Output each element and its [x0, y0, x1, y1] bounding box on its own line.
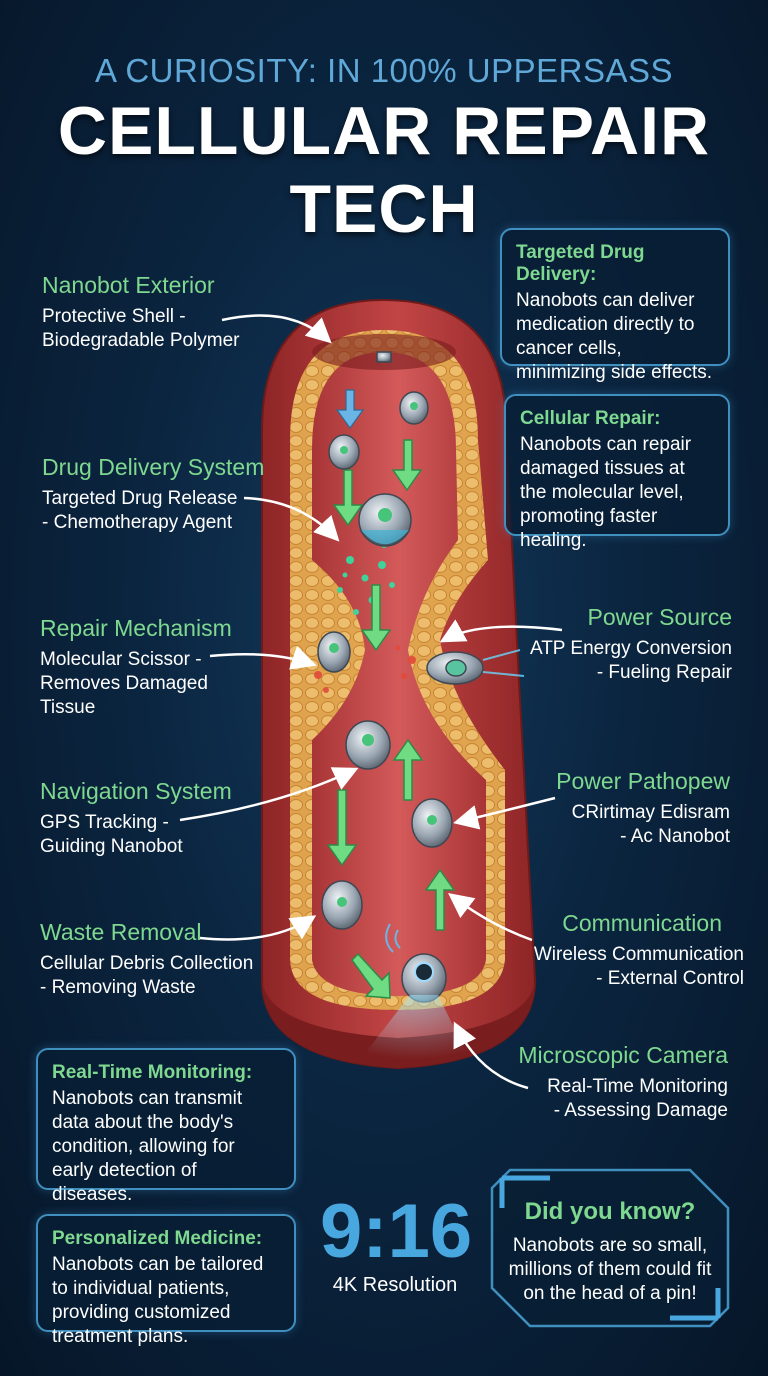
did-you-know-title: Did you know? — [524, 1198, 696, 1225]
resolution-label: 4K Resolution — [332, 1274, 458, 1296]
page-title: CELLULAR REPAIR TECH — [57, 93, 711, 247]
label-heading: Drug Delivery System — [42, 454, 265, 480]
label-heading: Repair Mechanism — [40, 615, 232, 641]
label-microscopic-camera: Microscopic Camera Real-Time Monitoring … — [518, 1042, 728, 1123]
label-heading: Power Pathopew — [556, 768, 730, 794]
label-navigation-system: Navigation System GPS Tracking - Guiding… — [40, 778, 232, 859]
label-text: CRirtimay Edisram - Ac Nanobot — [571, 802, 730, 847]
card-text: Nanobots can repair damaged tissues at t… — [520, 434, 692, 551]
label-power-pathopew: Power Pathopew CRirtimay Edisram - Ac Na… — [556, 768, 730, 849]
subtitle: A CURIOSITY: IN 100% UPPERSASS — [94, 52, 674, 89]
label-text: Protective Shell - Biodegradable Polymer — [42, 306, 240, 351]
card-real-time-monitoring: Real-Time Monitoring: Nanobots can trans… — [36, 1048, 296, 1205]
card-personalized-medicine: Personalized Medicine: Nanobots can be t… — [36, 1214, 296, 1347]
label-nanobot-exterior: Nanobot Exterior Protective Shell - Biod… — [42, 272, 240, 353]
label-text: Molecular Scissor - Removes Damaged Tiss… — [40, 649, 208, 718]
did-you-know-text: Nanobots are so small, millions of them … — [508, 1235, 712, 1304]
card-heading: Real-Time Monitoring: — [52, 1062, 253, 1083]
did-you-know-frame — [490, 1168, 730, 1328]
label-heading: Nanobot Exterior — [42, 272, 215, 298]
label-heading: Waste Removal — [40, 919, 202, 945]
label-heading: Navigation System — [40, 778, 232, 804]
card-heading: Cellular Repair: — [520, 408, 661, 429]
label-text: Real-Time Monitoring - Assessing Damage — [547, 1076, 728, 1121]
label-heading: Communication — [562, 910, 722, 936]
label-drug-delivery-system: Drug Delivery System Targeted Drug Relea… — [42, 454, 264, 535]
label-heading: Microscopic Camera — [518, 1042, 728, 1068]
label-text: Cellular Debris Collection - Removing Wa… — [40, 953, 254, 998]
card-text: Nanobots can transmit data about the bod… — [52, 1088, 243, 1205]
card-text: Nanobots can be tailored to individual p… — [52, 1254, 264, 1347]
card-text: Nanobots can deliver medication directly… — [516, 290, 713, 383]
label-text: Targeted Drug Release - Chemotherapy Age… — [42, 488, 238, 533]
label-text: Wireless Communication - External Contro… — [533, 944, 744, 989]
card-cellular-repair: Cellular Repair: Nanobots can repair dam… — [504, 394, 730, 551]
label-waste-removal: Waste Removal Cellular Debris Collection… — [40, 919, 253, 1000]
label-power-source: Power Source ATP Energy Conversion - Fue… — [530, 604, 732, 685]
card-heading: Personalized Medicine: — [52, 1228, 263, 1249]
card-heading: Targeted Drug Delivery: — [516, 242, 645, 285]
label-communication: Communication Wireless Communication - E… — [534, 910, 744, 991]
label-text: GPS Tracking - Guiding Nanobot — [40, 812, 183, 857]
aspect-ratio: 9:16 — [320, 1189, 473, 1274]
label-repair-mechanism: Repair Mechanism Molecular Scissor - Rem… — [40, 615, 232, 720]
label-heading: Power Source — [587, 604, 732, 630]
label-text: ATP Energy Conversion - Fueling Repair — [529, 638, 732, 683]
card-targeted-drug-delivery: Targeted Drug Delivery: Nanobots can del… — [500, 228, 730, 383]
did-you-know-box: Did you know? Nanobots are so small, mil… — [490, 1168, 730, 1328]
